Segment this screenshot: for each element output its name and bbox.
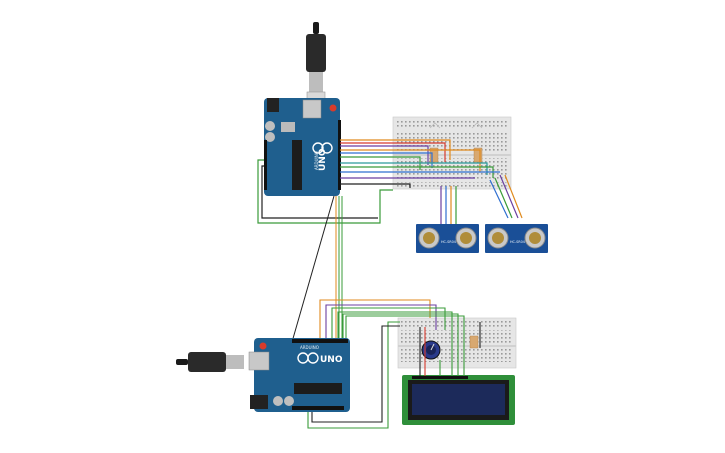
usb-cable-bottom[interactable] xyxy=(176,352,244,372)
board-top-brand: ARDUINO xyxy=(314,151,319,170)
ultrasonic-sensor-1[interactable]: HC-SR04 xyxy=(416,224,479,253)
arduino-bottom[interactable]: UNO ARDUINO xyxy=(248,338,350,412)
wires-bottom xyxy=(307,299,481,429)
board-bottom-brand: ARDUINO xyxy=(300,345,319,350)
sensor-1-label: HC-SR04 xyxy=(441,240,456,244)
wires-cross xyxy=(291,195,343,343)
wires-top xyxy=(257,139,523,224)
breadboard-bottom[interactable] xyxy=(397,317,517,369)
potentiometer-icon[interactable] xyxy=(421,340,441,360)
board-bottom-label: UNO xyxy=(320,355,343,365)
arduino-top[interactable]: UNO ARDUINO xyxy=(264,98,341,196)
board-top-label: UNO xyxy=(318,148,328,171)
sensor-2-label: HC-SR04 xyxy=(510,240,525,244)
ultrasonic-sensor-2[interactable]: HC-SR04 xyxy=(485,224,548,253)
lcd-display[interactable] xyxy=(402,375,515,425)
